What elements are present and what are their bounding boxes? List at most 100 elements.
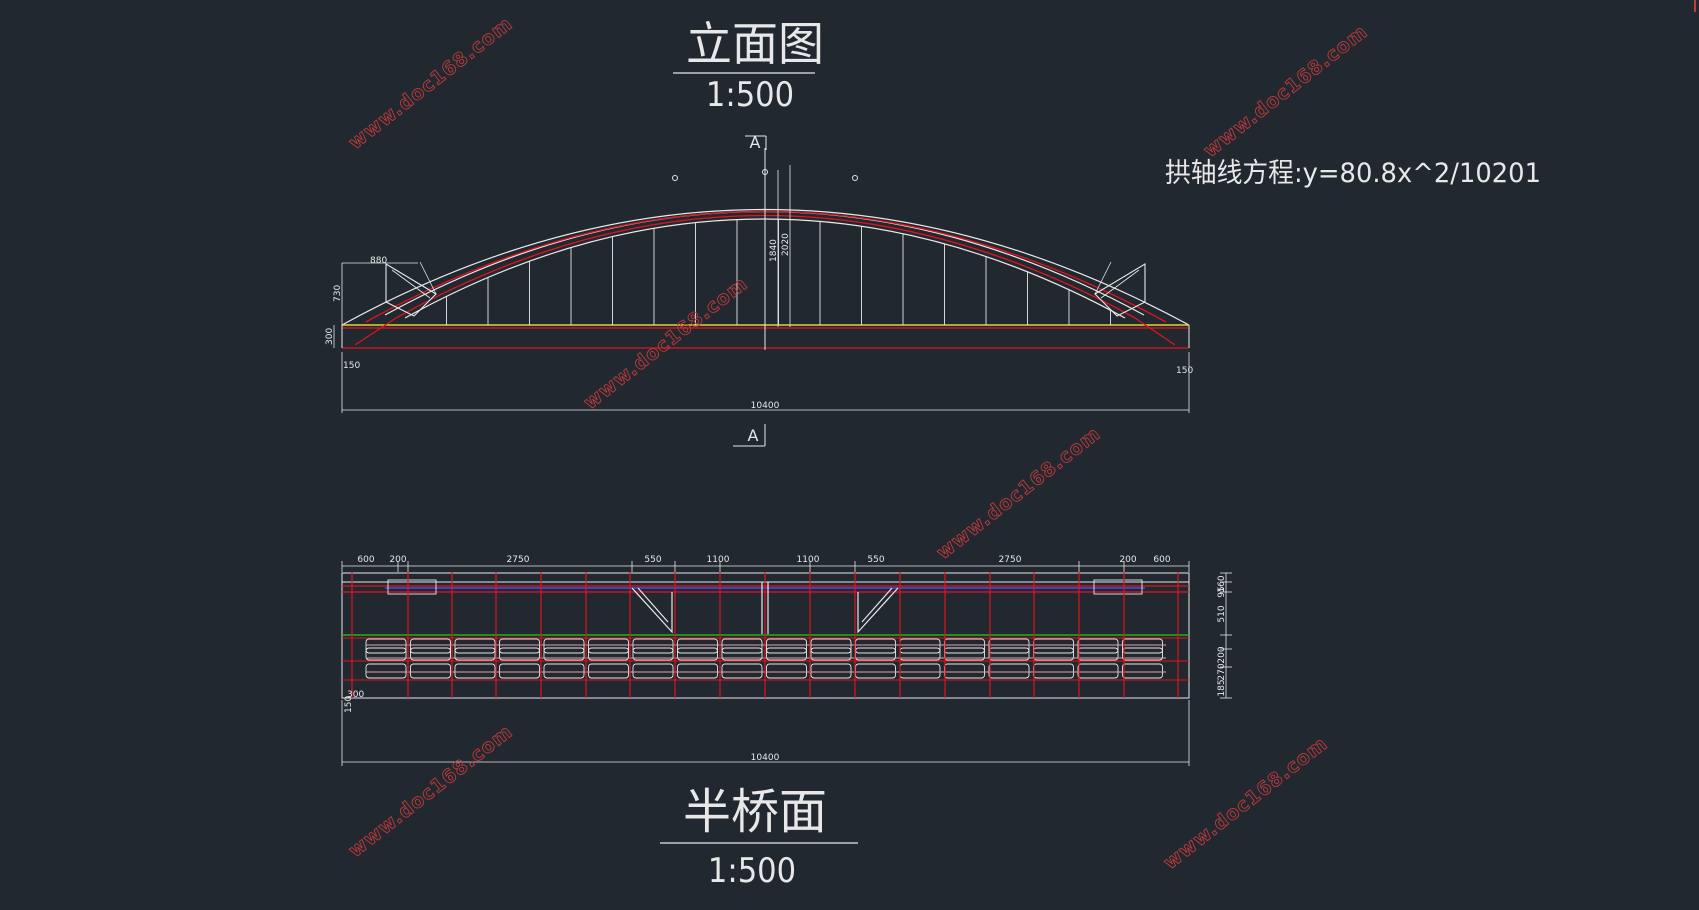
deck-cell: [677, 638, 718, 654]
section-mark-top: A: [745, 133, 767, 152]
dim-730: 730: [333, 285, 343, 302]
deck-cell: [1033, 663, 1074, 679]
deck-cell: [588, 638, 629, 654]
dim-right-label: 95: [1217, 586, 1227, 597]
dim-880: 880: [370, 256, 387, 266]
plan-title: 半桥面: [683, 784, 827, 840]
dim-right-label: 270: [1217, 663, 1227, 680]
deck-cell: [855, 663, 896, 679]
dim-top-label: 200: [389, 555, 406, 565]
cross-beams: [351, 572, 1179, 698]
deck-cell: [1122, 647, 1163, 661]
plan-dimensions-bottom: 300 150 10400: [341, 690, 1190, 766]
deck-cell: [410, 663, 451, 679]
dim-top-label: 550: [644, 555, 661, 565]
deck-cell: [810, 647, 852, 661]
deck-cell: [499, 647, 540, 661]
deck-cell: [721, 647, 763, 661]
watermark-4: www.doc168.com: [933, 422, 1105, 563]
deck-cell: [632, 638, 674, 654]
left-springing: [385, 261, 437, 317]
viewport-edge-marker: [1694, 0, 1696, 12]
deck-cell: [766, 663, 807, 679]
dim-total-plan: 10400: [751, 753, 780, 763]
deck-cell: [410, 638, 451, 654]
watermark-5: www.doc168.com: [345, 720, 517, 861]
dim-right-label: 510: [1217, 605, 1227, 622]
deck-cell: [1033, 638, 1074, 654]
deck-cell: [721, 663, 763, 679]
dim-top-label: 600: [1153, 555, 1170, 565]
deck-cell: [855, 638, 896, 654]
deck-cell: [944, 663, 985, 679]
elevation-scale: 1:500: [706, 75, 794, 115]
deck-cell: [1077, 638, 1119, 654]
section-mark-bottom: A: [733, 424, 766, 447]
deck-cell: [499, 638, 540, 654]
deck-cell: [454, 647, 496, 661]
dim-top-label: 550: [867, 555, 884, 565]
dim-top-label: 2750: [507, 555, 530, 565]
deck-cell: [365, 663, 407, 679]
deck-cell: [543, 638, 585, 654]
dim-end-right-150: 150: [1176, 366, 1193, 376]
deck-cell: [543, 647, 585, 661]
deck-cell: [632, 663, 674, 679]
deck-cell: [944, 638, 985, 654]
dim-top-label: 600: [357, 555, 374, 565]
deck-cell: [365, 647, 407, 661]
deck-cell: [677, 647, 718, 661]
deck-cell: [988, 663, 1030, 679]
deck-cell: [677, 663, 718, 679]
deck-cell: [543, 663, 585, 679]
dim-right-label: 185: [1217, 679, 1227, 696]
dim-plan-150: 150: [344, 696, 354, 713]
deck-cell: [365, 638, 407, 654]
deck-cell: [721, 638, 763, 654]
dim-top-label: 2750: [999, 555, 1022, 565]
plan-scale: 1:500: [708, 851, 796, 891]
deck-cell: [810, 663, 852, 679]
right-springing: [1094, 261, 1146, 317]
dim-end-left-150: 150: [343, 361, 360, 371]
deck-cell: [588, 663, 629, 679]
deck-cell: [632, 647, 674, 661]
dim-crown-2020: 2020: [781, 233, 791, 256]
deck-cell: [1077, 663, 1119, 679]
dim-right-label: 160: [1217, 575, 1227, 592]
deck-cell: [988, 638, 1030, 654]
deck-cell: [988, 647, 1030, 661]
elevation-title: 立面图: [686, 17, 824, 71]
deck-cells: [365, 638, 1166, 679]
dim-300: 300: [325, 328, 335, 345]
elevation-dimensions: 880 730 300 150 150 10400: [325, 256, 1193, 413]
arch-elevation: 1840 2020: [341, 148, 1190, 350]
arch-axis-equation: 拱轴线方程:y=80.8x^2/10201: [1165, 158, 1541, 189]
section-mark-top-label: A: [750, 133, 761, 152]
dim-plan-300: 300: [347, 690, 364, 700]
watermark-2: www.doc168.com: [1200, 20, 1372, 161]
deck-cell: [499, 663, 540, 679]
deck-cell: [1077, 647, 1119, 661]
half-deck-plan: [341, 572, 1190, 699]
dim-crown-1840: 1840: [769, 239, 779, 262]
hangers: [446, 219, 1111, 325]
deck-cell: [1122, 663, 1163, 679]
deck-cell: [454, 638, 496, 654]
deck-cell: [454, 663, 496, 679]
deck-cell: [410, 647, 451, 661]
deck-cell: [899, 638, 941, 654]
watermark-1: www.doc168.com: [345, 12, 517, 153]
watermark-3: www.doc168.com: [580, 272, 752, 413]
watermark-6: www.doc168.com: [1160, 732, 1332, 873]
plan-dimensions-top: 600 200 2750 550 1100 1100 550 2750 200 600: [341, 555, 1190, 572]
deck-cell: [810, 638, 852, 654]
section-mark-bottom-label: A: [748, 426, 759, 445]
dim-top-label: 1100: [707, 555, 730, 565]
dim-top-label: 200: [1119, 555, 1136, 565]
dim-right-label: 200: [1217, 646, 1227, 663]
dim-total-elevation: 10400: [751, 401, 780, 411]
deck-cell: [766, 647, 807, 661]
dim-top-label: 1100: [797, 555, 820, 565]
